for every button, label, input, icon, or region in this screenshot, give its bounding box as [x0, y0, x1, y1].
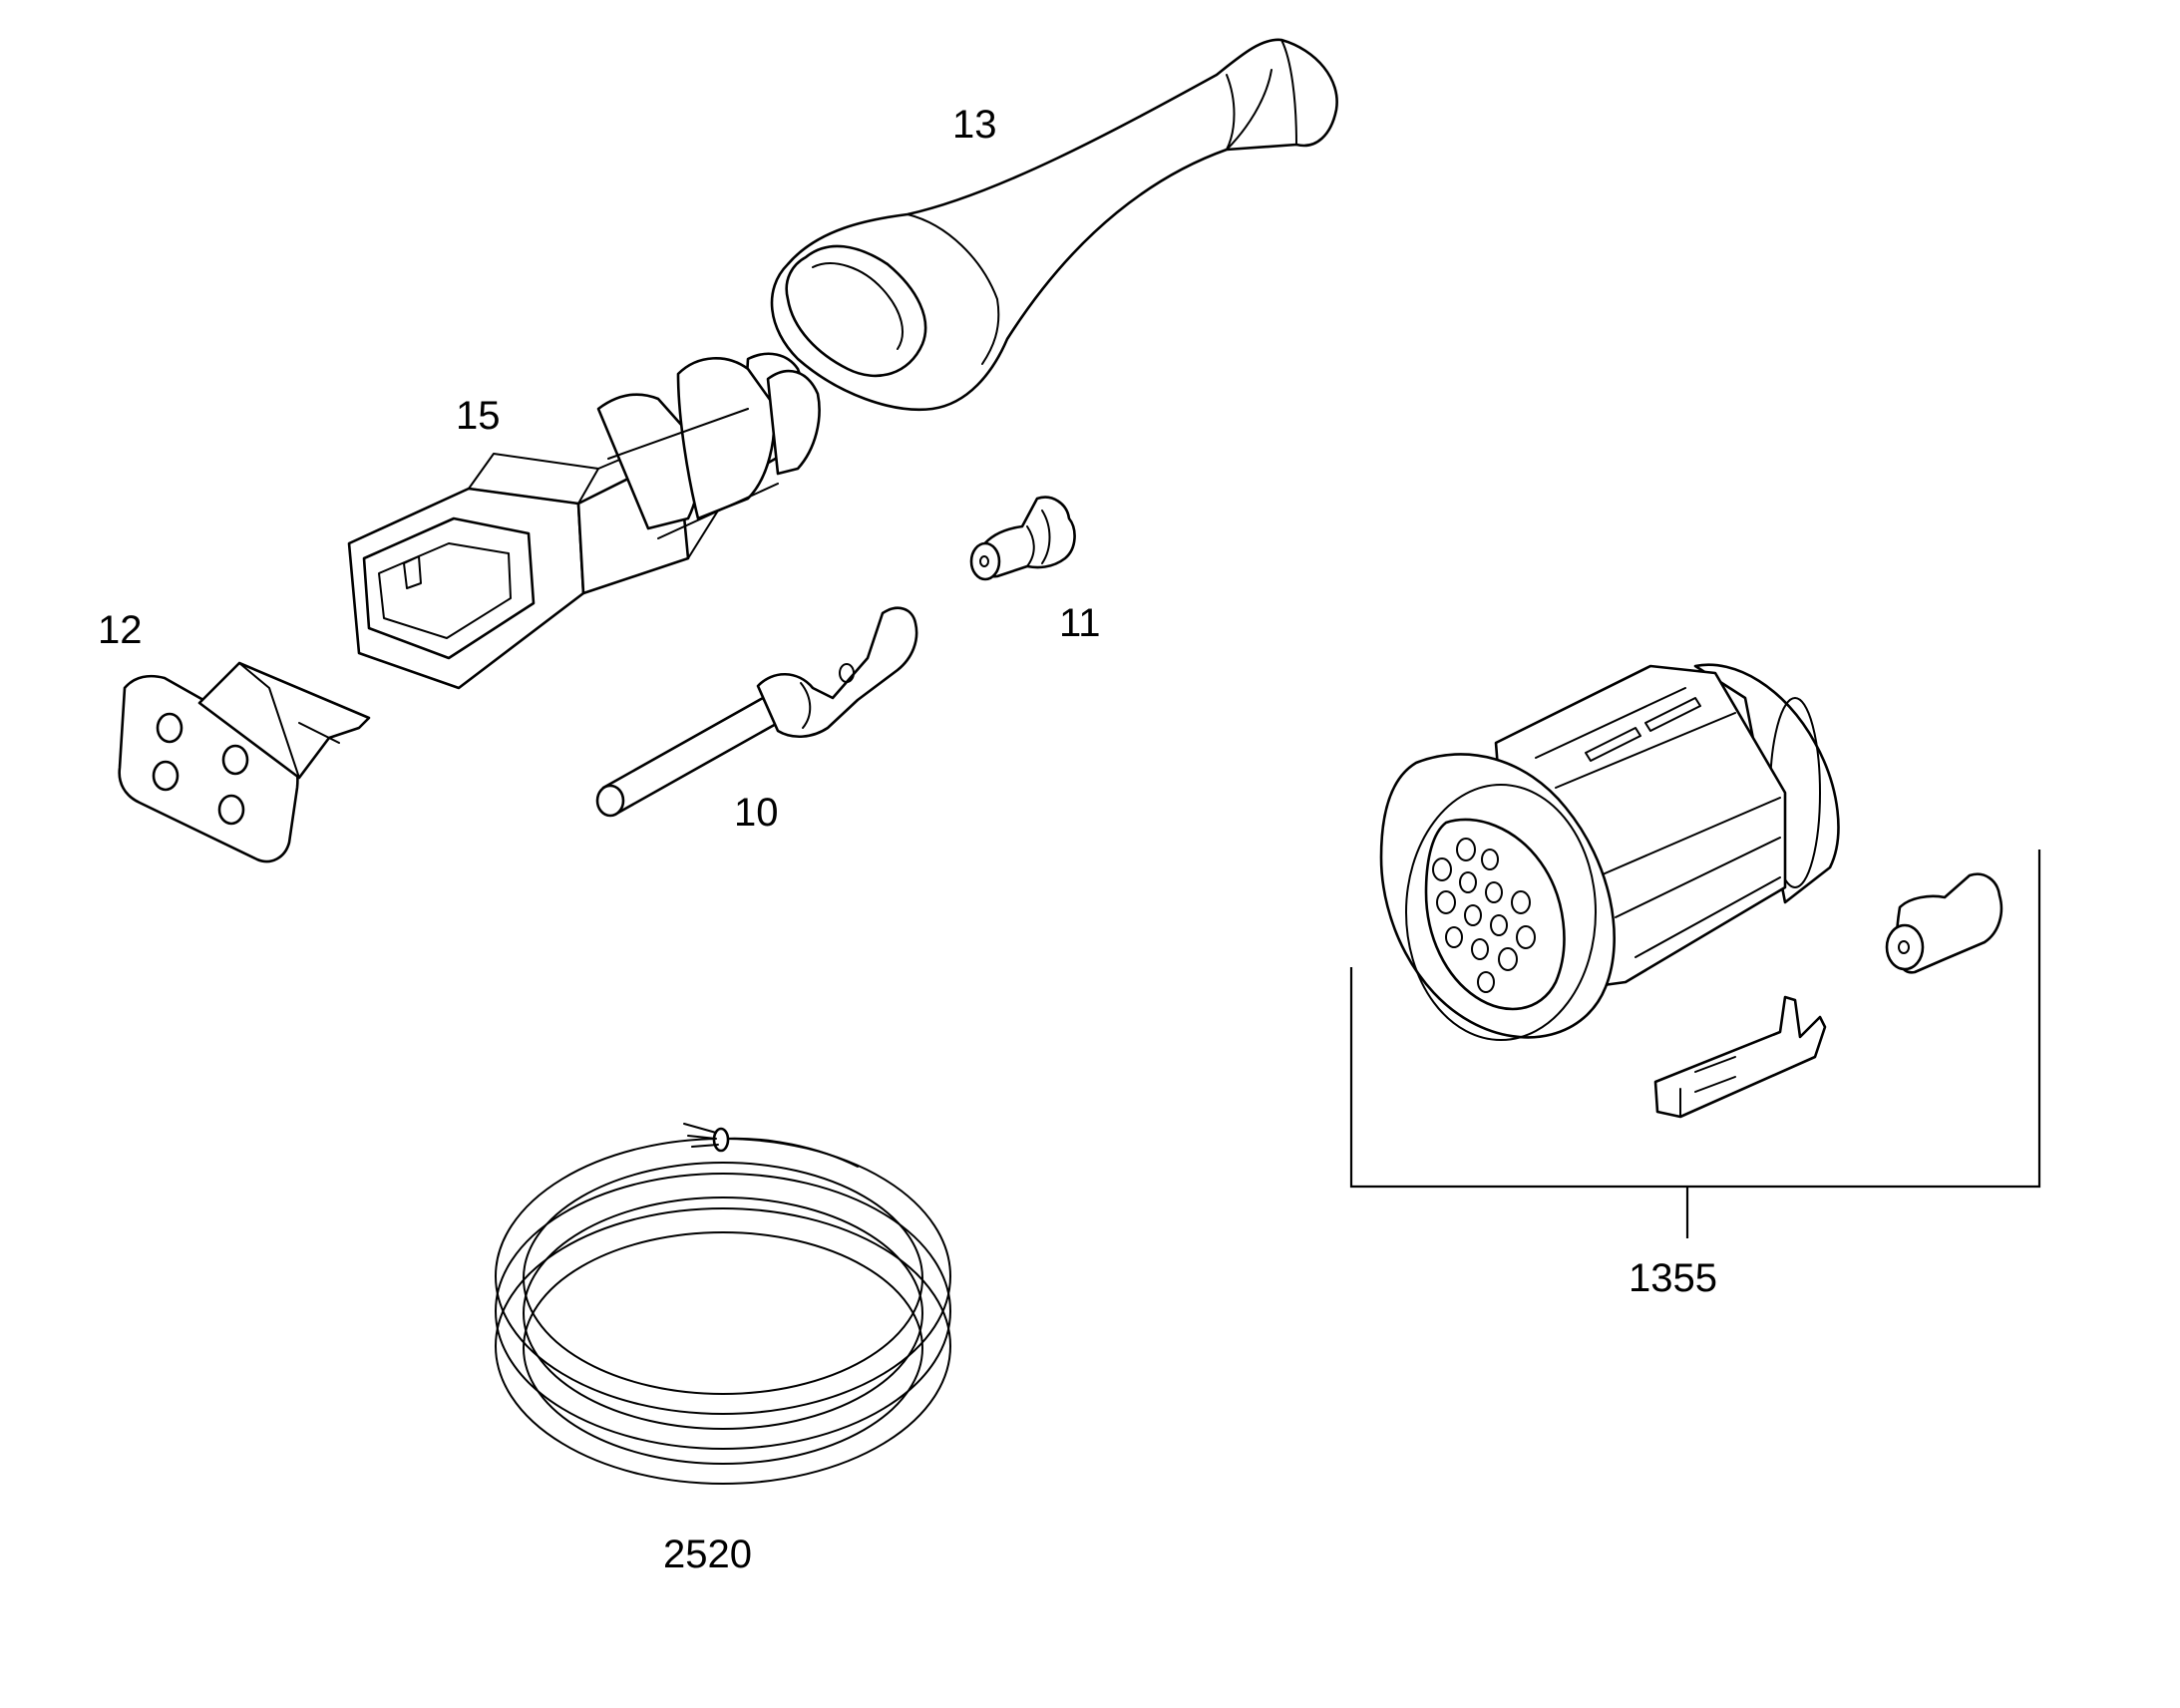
boot-seal-part — [770, 38, 1338, 412]
callout-1355: 1355 — [1629, 1256, 1717, 1300]
callout-2520: 2520 — [663, 1533, 752, 1576]
cable-coil-part — [495, 1123, 951, 1485]
kit-bracket — [1349, 850, 2041, 1238]
cavity-hole — [217, 794, 245, 826]
coil-loop — [495, 1207, 951, 1485]
connector-kit-part — [1379, 663, 2003, 1119]
callout-11: 11 — [1059, 601, 1101, 645]
connector-housing-part — [347, 352, 821, 690]
callout-13: 13 — [952, 103, 997, 147]
seal-plug-part — [969, 496, 1076, 581]
coil-loop — [523, 1162, 923, 1395]
coil-loop — [523, 1196, 923, 1430]
coil-loop — [523, 1231, 923, 1465]
callout-10: 10 — [734, 791, 779, 835]
wedge-lock-part — [118, 661, 371, 863]
cavity-hole — [156, 712, 183, 744]
cavity-hole — [221, 744, 249, 776]
callout-12: 12 — [98, 608, 143, 652]
contact-pin-part — [595, 606, 918, 818]
cavity-hole — [152, 760, 180, 792]
callout-15: 15 — [456, 394, 501, 438]
coil-loop — [495, 1173, 951, 1450]
